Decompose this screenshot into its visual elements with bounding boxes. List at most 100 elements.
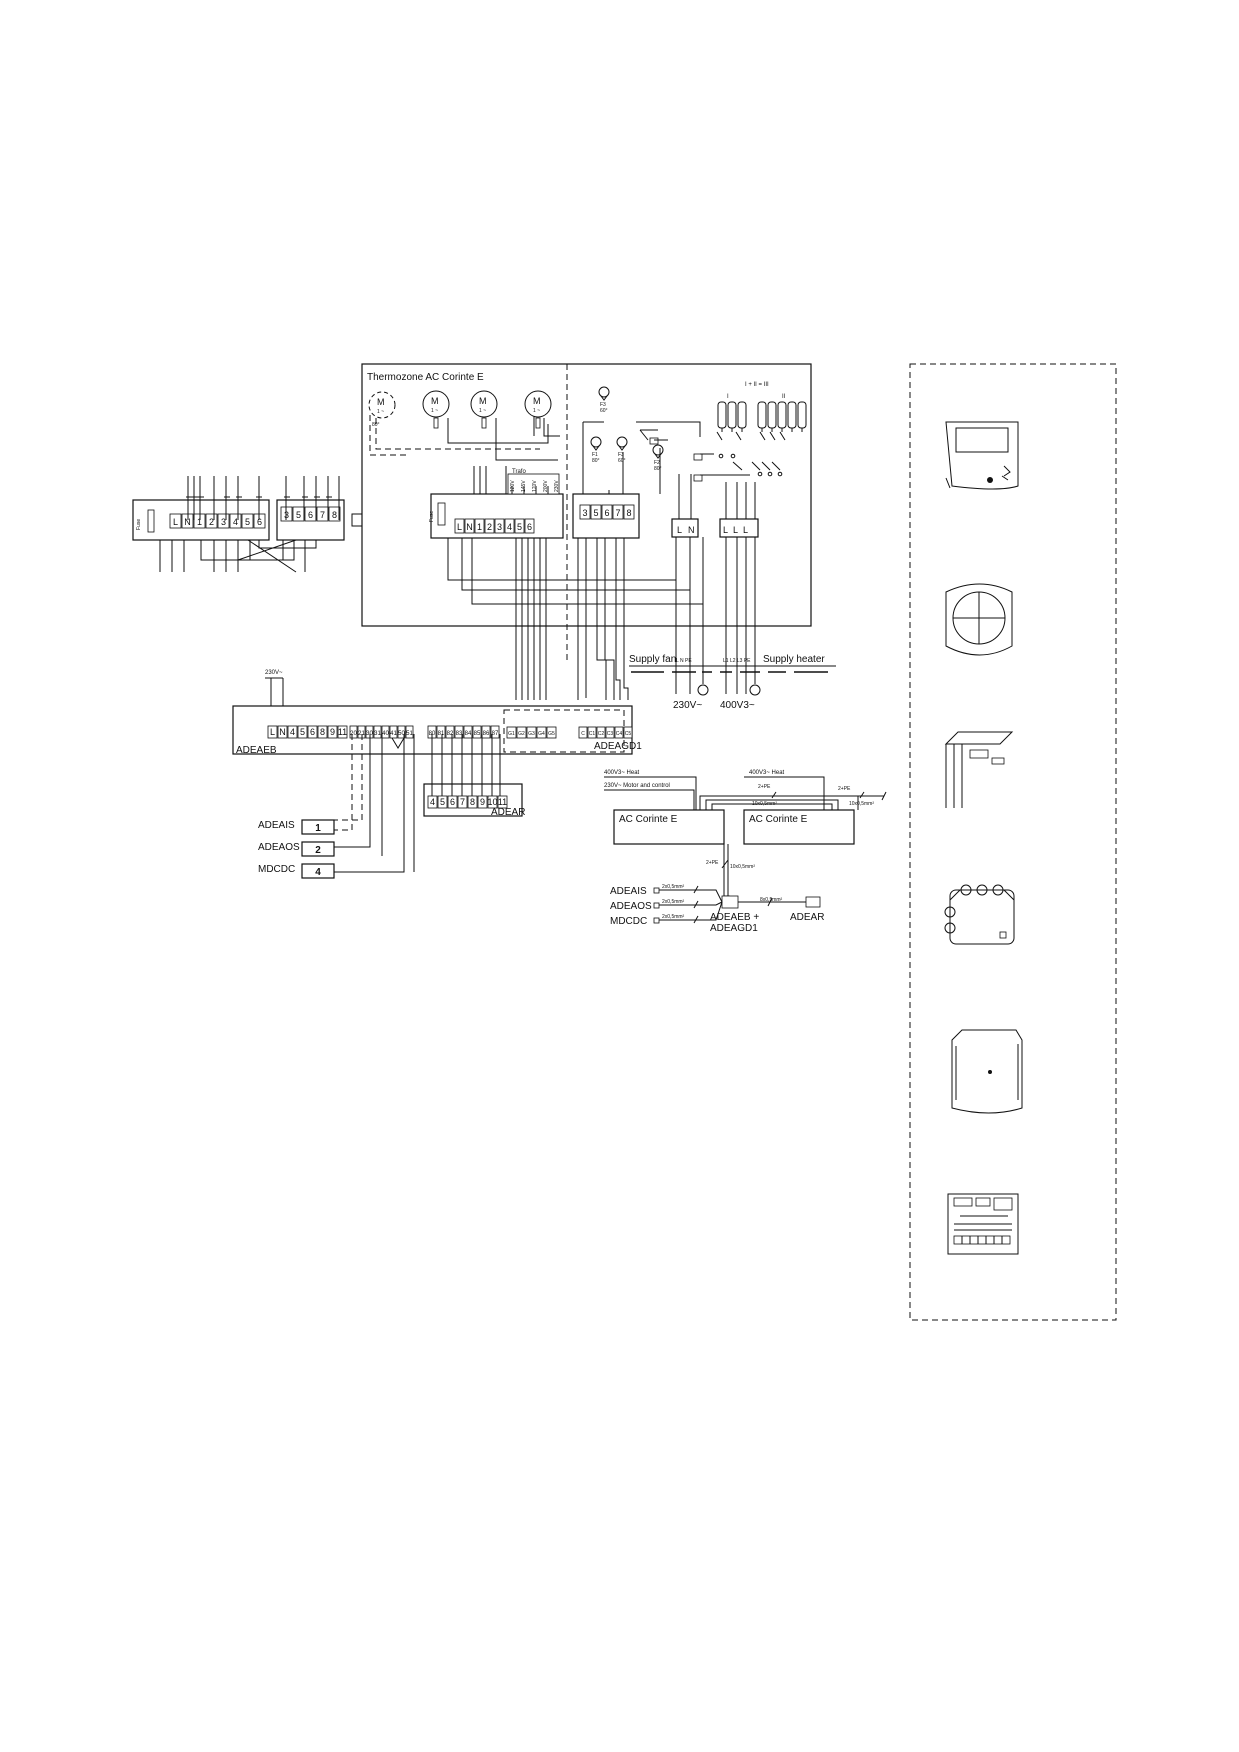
trafo-tap: 230V <box>554 480 560 492</box>
unit-left-label: AC Corinte E <box>619 814 678 825</box>
adeaeb-terminal-box <box>463 725 473 739</box>
heater-stage-label: I + II = III <box>745 382 769 388</box>
left-terminal: 2 <box>209 517 214 527</box>
adeagd1-terminal-box <box>614 726 624 739</box>
adeaeb-terminal-box <box>454 725 464 739</box>
unit-terminal-b: 3 <box>582 508 587 518</box>
accessory-number: 1 <box>315 823 321 834</box>
cable-10-right-label: 10x0,5mm² <box>849 801 874 807</box>
adeaeb-terminal: 4 <box>290 727 295 737</box>
schematic-sensor-cable: 2x0,5mm² <box>662 899 685 905</box>
accessory-item: ADEAIS 1 <box>258 819 335 835</box>
motor-icon: M1 ~ <box>524 390 552 429</box>
circuit-board-icon <box>947 1193 1019 1255</box>
schematic-sensor: ADEAIS 2x0,5mm² <box>610 884 723 903</box>
supply-heater-terminal: L <box>733 525 738 535</box>
adeagd1-terminal-box <box>546 726 557 739</box>
left-terminal: 6 <box>257 517 262 527</box>
adeaeb-terminal-box <box>327 725 338 739</box>
trafo-tap: 120V <box>510 480 516 492</box>
accessory-label: ADEAIS <box>258 820 295 831</box>
schematic-sensor-cable: 2x0,5mm² <box>662 884 685 890</box>
room-controller-icon <box>945 421 1019 490</box>
adeagd1-terminal: G5 <box>548 731 555 737</box>
unit-terminal-b: 5 <box>593 508 598 518</box>
unit-terminal-box <box>494 518 505 534</box>
unit-terminal-box <box>514 518 525 534</box>
thermostat-name: F1 <box>592 452 598 458</box>
adeaeb-terminal: 9 <box>330 727 335 737</box>
adeagd1-terminal: C3 <box>607 731 614 737</box>
adeaeb-terminal: L <box>270 727 275 737</box>
side-panel <box>909 363 1117 1321</box>
adeagd1-terminal-box <box>516 726 527 739</box>
schematic-sensor-cable: 2x0,5mm² <box>662 914 685 920</box>
junction-box-icon <box>944 884 1015 945</box>
unit-terminal: N <box>466 522 473 532</box>
left-terminal-box <box>229 513 242 529</box>
adear-terminal: 4 <box>430 797 435 807</box>
adeaeb-terminal-box <box>490 725 500 739</box>
adeagd1-terminal-box <box>605 726 615 739</box>
adeaeb-terminal-box <box>436 725 446 739</box>
motor-sub: 1 ~ <box>431 408 438 414</box>
adeagd1-terminal-box <box>596 726 606 739</box>
accessory-number: 4 <box>315 867 321 878</box>
adeaeb-terminal-box <box>373 725 382 739</box>
unit-terminal-b-box <box>590 504 602 520</box>
unit-terminal-box <box>454 518 465 534</box>
accessory-label: ADEAOS <box>258 842 300 853</box>
thermostat-temp: 80° <box>592 458 600 464</box>
supply-fan-terminal: L <box>677 525 682 535</box>
motor-icon: M1 ~ <box>470 390 498 429</box>
adeagd1-terminal-box <box>587 726 597 739</box>
trafo-tap: 170V <box>532 480 538 492</box>
left-terminal-b-box <box>328 506 341 522</box>
hub-line2: ADEAGD1 <box>710 923 758 934</box>
unit-terminal-box <box>474 518 485 534</box>
schematic-overview: 400V3~ Heat 230V~ Motor and control 400V… <box>604 770 887 934</box>
pe-2-right-label: 2+PE <box>838 786 851 792</box>
adear-terminal: 6 <box>450 797 455 807</box>
unit-terminal: 5 <box>517 522 522 532</box>
schematic-sensor-label: ADEAIS <box>610 886 647 897</box>
adeaeb-terminal-box <box>381 725 390 739</box>
adeaeb-terminal: 82 <box>447 731 454 737</box>
adeaeb-supply: 230V~ <box>265 670 283 676</box>
adeaeb-terminal: 87 <box>492 731 499 737</box>
unit-terminal-b-box <box>623 504 635 520</box>
left-terminal-b: 5 <box>296 510 301 520</box>
adeagd1-terminal: G4 <box>538 731 545 737</box>
supply-fan-label: Supply fan <box>629 654 676 665</box>
adear-terminal: 5 <box>440 797 445 807</box>
trafo-tap: 200V <box>543 480 549 492</box>
thermostat-temp: 60° <box>600 408 608 414</box>
adeaeb-terminal: 11 <box>338 727 347 737</box>
adeaeb-terminal: 8 <box>320 727 325 737</box>
unit-terminal-box <box>524 518 535 534</box>
adeaeb-terminal: 40 <box>382 731 389 737</box>
unit-terminal-b-box <box>612 504 624 520</box>
adeagd1-label: ADEAGD1 <box>594 741 642 752</box>
adeaeb-terminal-box <box>481 725 491 739</box>
motor-dashed: M 1 ~ 80° <box>368 391 396 428</box>
heater-stage-i: I <box>727 394 729 400</box>
left-terminal-b: 6 <box>308 510 313 520</box>
motor-angle: 80° <box>372 422 380 428</box>
adear-terminal: 10 <box>487 797 497 807</box>
adeagd1-terminal-box <box>623 726 633 739</box>
adeaeb-terminal: 5 <box>300 727 305 737</box>
left-terminal: 1 <box>197 517 202 527</box>
adear-terminal: 11 <box>498 797 507 807</box>
unit-terminal: 6 <box>527 522 532 532</box>
